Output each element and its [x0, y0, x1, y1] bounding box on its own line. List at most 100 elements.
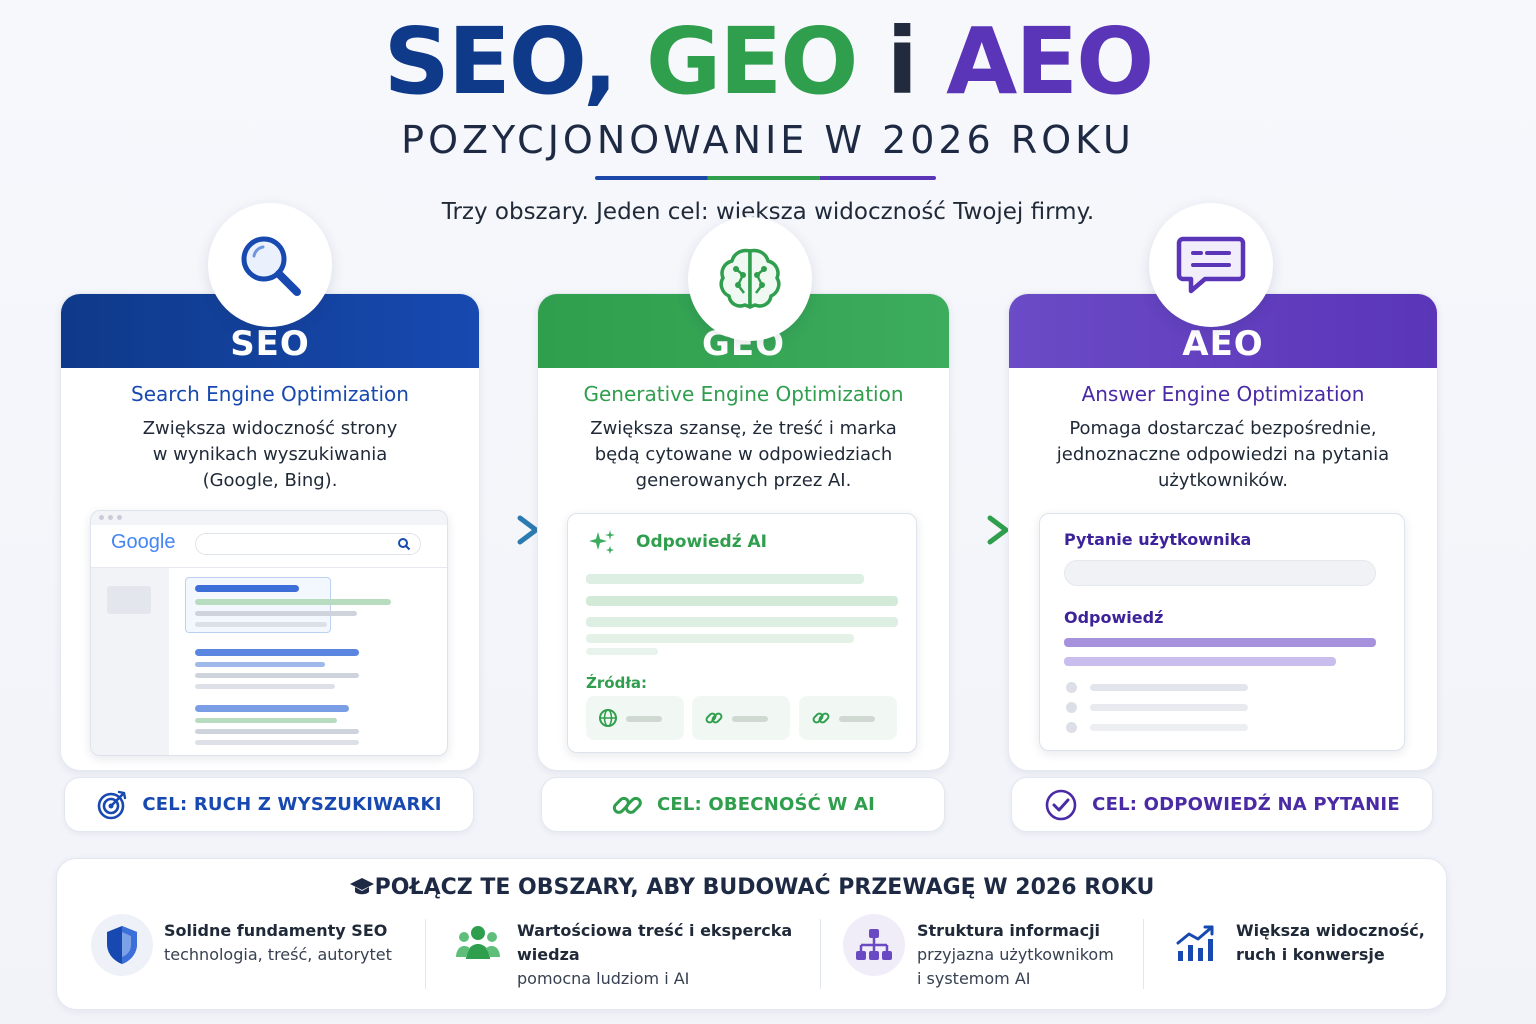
search-results-mockup: Google — [90, 510, 448, 756]
hierarchy-icon — [856, 929, 892, 960]
aeo-desc-line: użytkowników. — [1157, 470, 1289, 491]
result-url-bar — [195, 599, 391, 605]
feature-title: Wartościowa treść i ekspercka wiedza — [517, 921, 793, 964]
seo-description: Zwiększa widoczność strony w wynikach wy… — [81, 416, 459, 494]
source-chip[interactable] — [692, 696, 790, 740]
ai-answer-title: Odpowiedź AI — [636, 532, 767, 552]
summary-title-text: POŁĄCZ TE OBSZARY, ABY BUDOWAĆ PRZEWAGĘ … — [374, 875, 1155, 900]
shield-icon-badge — [91, 914, 153, 976]
browser-topbar — [91, 511, 447, 525]
feature-visibility-growth: Większa widoczność, ruch i konwersje — [1236, 919, 1436, 999]
sources-label: Źródła: — [586, 674, 648, 692]
link-icon — [612, 796, 642, 814]
qa-mockup: Pytanie użytkownika Odpowiedź — [1039, 513, 1405, 751]
geo-description: Zwiększa szansę, że treść i marka będą c… — [558, 416, 929, 494]
chat-icon — [1176, 236, 1246, 294]
feature-text: pomocna ludziom i AI — [517, 969, 690, 988]
geo-icon-badge — [688, 217, 812, 341]
aeo-card: AEO Answer Engine Optimization Pomaga do… — [1008, 293, 1438, 771]
aeo-desc-line: Pomaga dostarczać bezpośrednie, — [1069, 418, 1377, 439]
title-aeo: AEO — [946, 8, 1154, 115]
answer-label: Odpowiedź — [1064, 608, 1164, 627]
google-logo: Google — [111, 531, 176, 553]
geo-desc-line: generowanych przez AI. — [635, 470, 852, 491]
sidebar-block — [107, 586, 151, 614]
title-and: i — [886, 8, 919, 115]
divider — [820, 919, 821, 989]
aeo-description: Pomaga dostarczać bezpośrednie, jednozna… — [1029, 416, 1417, 494]
bullet — [1066, 682, 1077, 693]
geo-card: GEO Generative Engine Optimization Zwięk… — [537, 293, 950, 771]
seo-desc-line: (Google, Bing). — [202, 470, 338, 491]
result-url-bar — [195, 718, 337, 723]
answer-line — [586, 617, 898, 627]
feature-text: technologia, treść, autorytet — [164, 945, 392, 964]
source-text — [732, 716, 768, 722]
link-icon — [705, 712, 723, 724]
brain-icon — [719, 248, 781, 309]
bullet-line — [1090, 684, 1248, 691]
sparkle-icon — [589, 530, 615, 554]
answer-line — [586, 648, 658, 655]
bullet-line — [1090, 704, 1248, 711]
graduation-cap-icon — [349, 878, 374, 895]
divider — [91, 567, 447, 568]
seo-desc-line: Zwiększa widoczność strony — [142, 418, 398, 439]
search-input[interactable] — [195, 533, 421, 555]
result-text-bar — [195, 622, 327, 627]
question-input[interactable] — [1064, 560, 1376, 586]
growth-chart-icon — [1176, 925, 1214, 961]
ai-answer-mockup: Odpowiedź AI Źródła: — [567, 513, 917, 753]
divider — [425, 919, 426, 989]
result-text-bar — [195, 684, 335, 689]
globe-icon — [599, 709, 617, 727]
geo-full-name: Generative Engine Optimization — [583, 382, 904, 406]
page-subtitle: POZYCJONOWANIE W 2026 ROKU — [401, 118, 1135, 162]
check-circle-icon — [1045, 789, 1077, 820]
window-dot — [99, 515, 104, 520]
aeo-goal-text: CEL: ODPOWIEDŹ NA PYTANIE — [1092, 794, 1400, 815]
feature-text: przyjazna użytkownikom — [917, 945, 1114, 964]
feature-title: Solidne fundamenty SEO — [164, 921, 388, 940]
aeo-desc-line: jednoznaczne odpowiedzi na pytania — [1056, 444, 1390, 465]
feature-quality-content: Wartościowa treść i ekspercka wiedza pom… — [517, 919, 817, 999]
geo-desc-line: będą cytowane w odpowiedziach — [594, 444, 893, 465]
arrow-right-icon — [914, 515, 1020, 545]
answer-line — [586, 596, 898, 606]
geo-desc-line: Zwiększa szansę, że treść i marka — [590, 418, 897, 439]
result-url-bar — [195, 662, 325, 667]
source-chip[interactable] — [799, 696, 897, 740]
title-seo: SEO, — [383, 8, 618, 115]
feature-seo-foundations: Solidne fundamenty SEO technologia, treś… — [164, 919, 424, 999]
result-title-bar — [195, 705, 349, 712]
window-dot — [117, 515, 122, 520]
seo-goal-text: CEL: RUCH Z WYSZUKIWARKI — [142, 794, 442, 815]
seo-icon-badge — [208, 203, 332, 327]
source-text — [626, 716, 662, 722]
feature-title: Struktura informacji — [917, 921, 1101, 940]
seo-card: SEO Search Engine Optimization Zwiększa … — [60, 293, 480, 771]
link-icon — [812, 712, 830, 724]
aeo-goal-pill: CEL: ODPOWIEDŹ NA PYTANIE — [1011, 777, 1433, 832]
seo-full-name: Search Engine Optimization — [131, 382, 409, 406]
title-geo: GEO — [645, 8, 859, 115]
bullet — [1066, 722, 1077, 733]
bullet-line — [1090, 724, 1248, 731]
answer-line — [1064, 657, 1336, 666]
hierarchy-icon-badge — [843, 914, 905, 976]
feature-title: Większa widoczność, — [1236, 921, 1425, 940]
source-chip[interactable] — [586, 696, 684, 740]
geo-goal-text: CEL: OBECNOŚĆ W AI — [656, 794, 876, 815]
summary-title: POŁĄCZ TE OBSZARY, ABY BUDOWAĆ PRZEWAGĘ … — [57, 875, 1446, 900]
question-label: Pytanie użytkownika — [1064, 530, 1252, 549]
aeo-full-name: Answer Engine Optimization — [1081, 382, 1365, 406]
aeo-icon-badge — [1149, 203, 1273, 327]
feature-title: ruch i konwersje — [1236, 945, 1385, 964]
title-divider — [595, 176, 936, 180]
result-text-bar — [195, 740, 359, 745]
result-title-bar — [195, 585, 299, 592]
seo-desc-line: w wynikach wyszukiwania — [152, 444, 388, 465]
people-icon — [456, 926, 500, 959]
divider — [1143, 919, 1144, 989]
bullet — [1066, 702, 1077, 713]
